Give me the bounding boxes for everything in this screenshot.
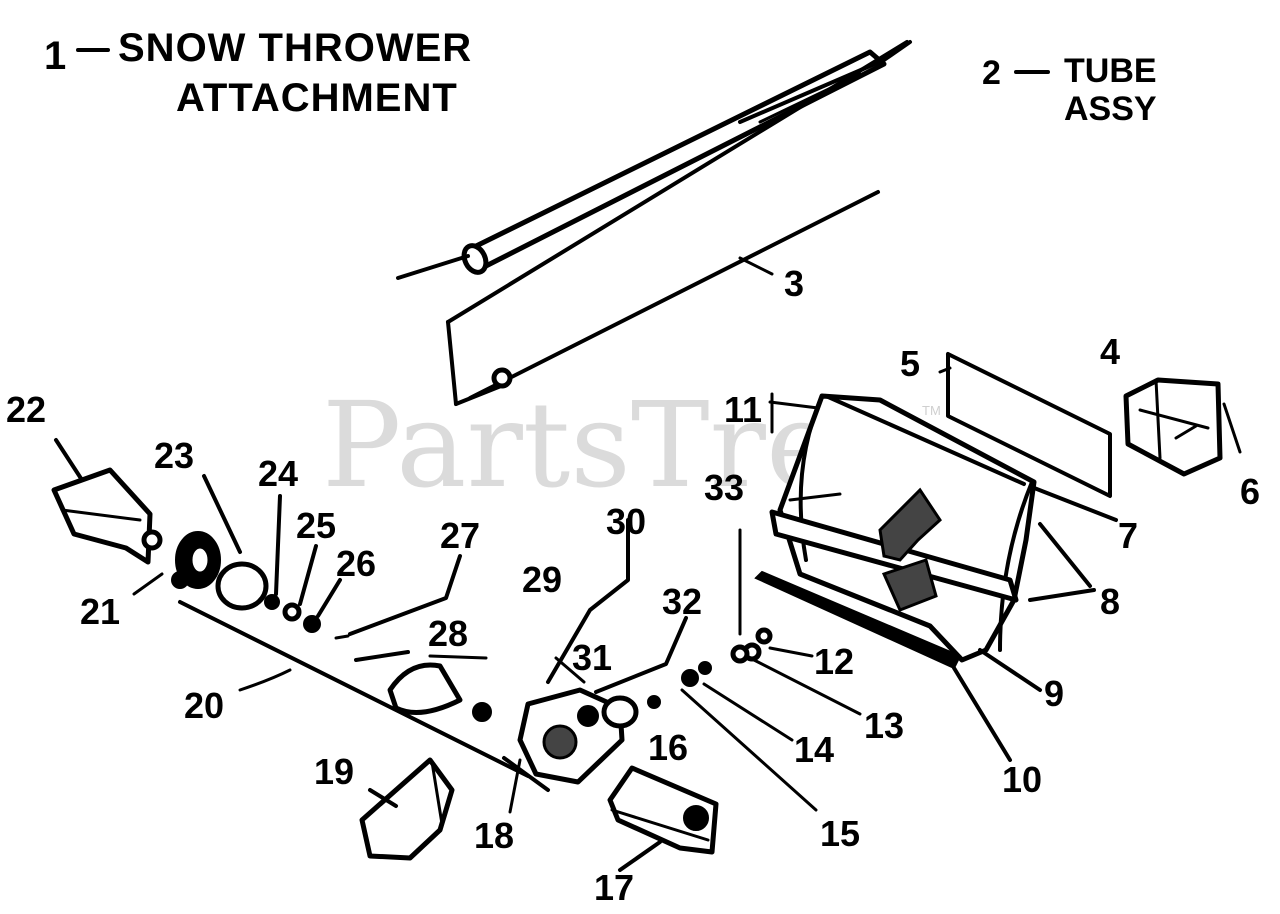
callout-17: 17	[594, 867, 635, 908]
callout-24: 24	[258, 453, 299, 494]
drive-shaft-panel	[446, 40, 909, 406]
callout-3: 3	[784, 263, 805, 304]
title-attachment-line2: ATTACHMENT	[176, 76, 458, 120]
leader-8a	[1038, 522, 1092, 588]
left-auger-sleeve	[51, 438, 163, 565]
callout-26: 26	[336, 543, 377, 584]
gear-housing	[472, 518, 688, 814]
callout-15: 15	[820, 813, 861, 854]
title-attachment-line1: SNOW THROWER	[118, 26, 473, 70]
callout-25: 25	[296, 505, 337, 546]
chute-deflector	[1123, 377, 1223, 477]
leader-8b	[1028, 588, 1096, 602]
callout-29: 29	[522, 559, 563, 600]
leader-6	[1222, 402, 1242, 454]
callout-18: 18	[474, 815, 515, 856]
washers-24-26	[264, 494, 462, 640]
callout-7: 7	[1118, 515, 1139, 556]
side-plate	[938, 352, 1112, 498]
callout-5: 5	[900, 343, 921, 384]
callout-21: 21	[80, 591, 121, 632]
callout-19: 19	[314, 751, 355, 792]
callout-32: 32	[662, 581, 703, 622]
callout-9: 9	[1044, 673, 1065, 714]
callout-4: 4	[1100, 331, 1121, 372]
scraper-bar	[754, 570, 1012, 762]
callout-33: 33	[704, 467, 745, 508]
seal-23	[202, 474, 269, 611]
title-tube-line1: TUBE	[1064, 52, 1157, 90]
callout-23: 23	[154, 435, 195, 476]
bearing-21	[132, 531, 221, 596]
tube-assembly	[396, 40, 912, 280]
callout-16: 16	[648, 727, 689, 768]
leader-9	[978, 648, 1042, 692]
callout-20: 20	[184, 685, 225, 726]
callout-11: 11	[724, 389, 763, 430]
leader-7	[1022, 482, 1118, 522]
pin-28	[354, 650, 488, 715]
callout-8: 8	[1100, 581, 1121, 622]
skid-shoe	[359, 757, 455, 861]
callout-28: 28	[428, 613, 469, 654]
title-tube-number: 2	[982, 54, 1001, 92]
callout-31: 31	[572, 637, 613, 678]
title-tube-line2: ASSY	[1064, 90, 1157, 128]
hardware-12-15	[647, 528, 862, 812]
watermark-trademark: TM	[922, 403, 941, 418]
callout-22: 22	[6, 389, 47, 430]
leader-20	[238, 668, 292, 692]
auger-housing	[768, 392, 1037, 663]
callout-30: 30	[606, 501, 647, 542]
title-attachment-number: 1	[44, 34, 68, 78]
callout-14: 14	[794, 729, 835, 770]
main-shaft-line	[178, 600, 530, 778]
callout-10: 10	[1002, 759, 1043, 800]
callout-12: 12	[814, 641, 855, 682]
callout-13: 13	[864, 705, 905, 746]
callout-6: 6	[1240, 471, 1261, 512]
callout-27: 27	[440, 515, 481, 556]
right-auger-sleeve	[607, 765, 719, 872]
